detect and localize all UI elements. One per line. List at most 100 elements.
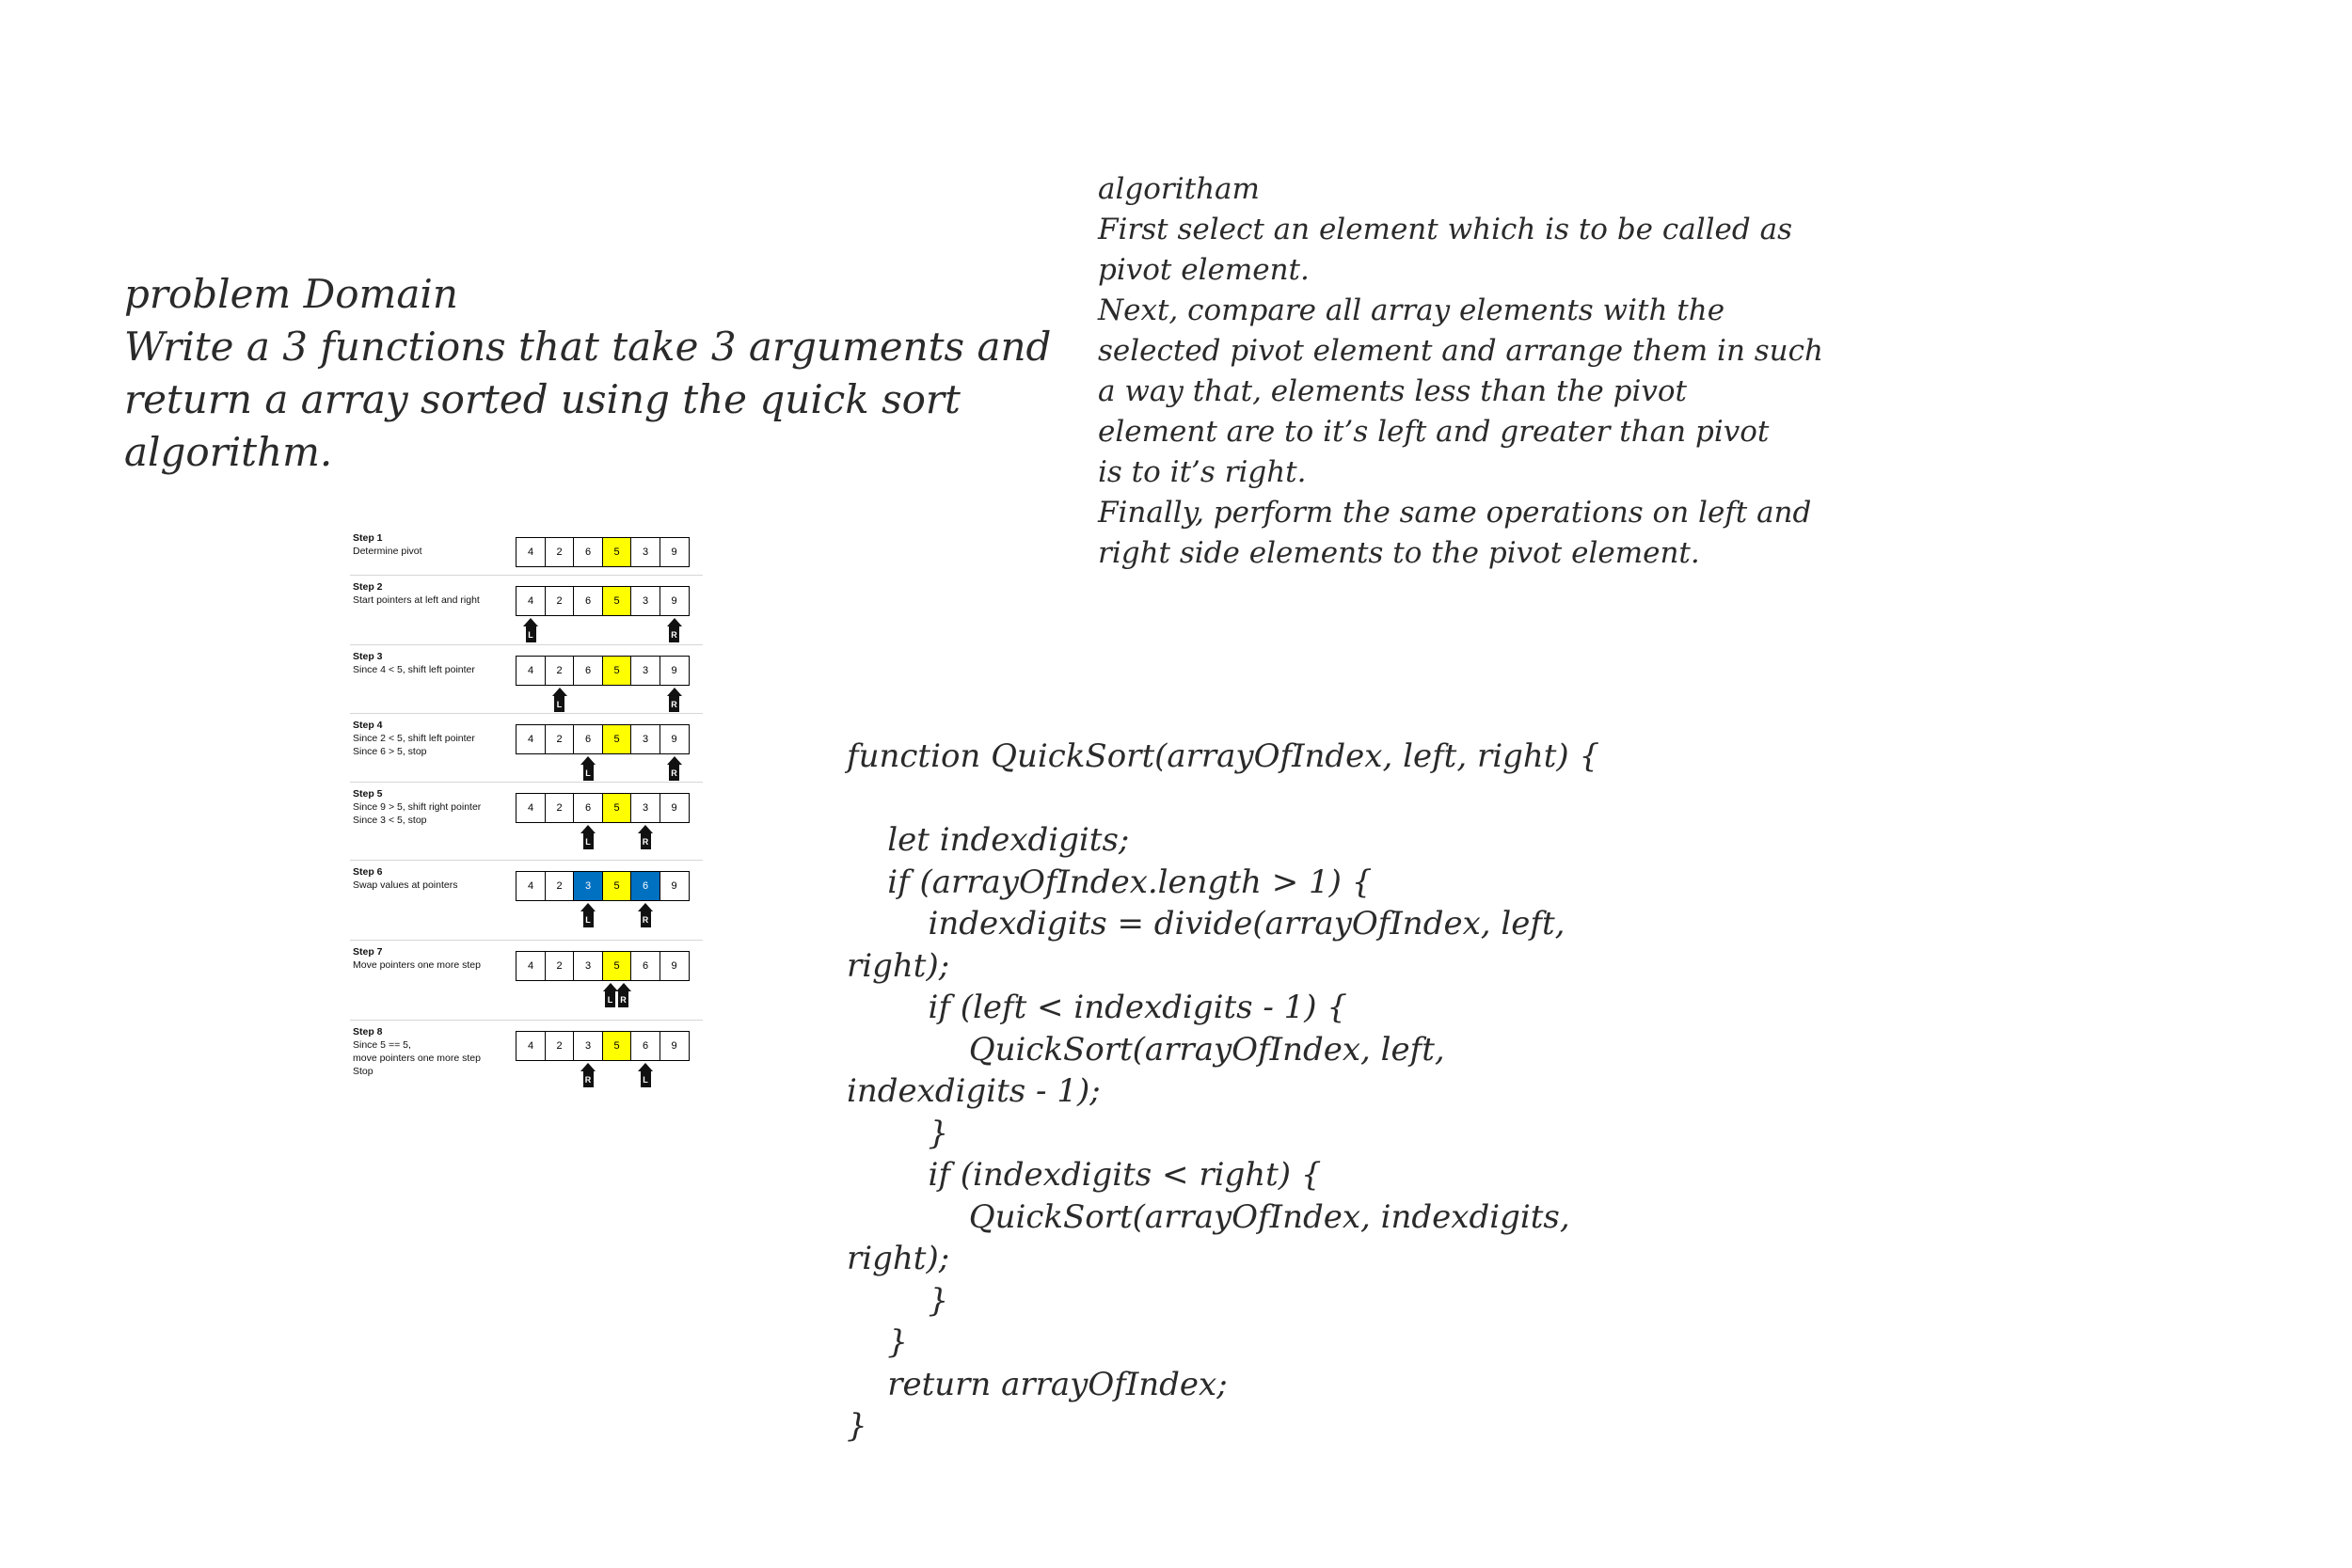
pointer-label: L [582, 911, 594, 927]
step-description: Move pointers one more step [353, 959, 481, 971]
array-cell: 2 [544, 1031, 575, 1061]
step-title: Step 2 [353, 581, 383, 593]
pointer-label: R [618, 991, 628, 1007]
step-title: Step 1 [353, 532, 383, 544]
pointer-label: L [640, 1071, 651, 1087]
algorithm-line: a way that, elements less than the pivot [1098, 374, 1687, 408]
array-cell: 6 [573, 586, 603, 616]
step-description: Since 9 > 5, shift right pointer [353, 801, 482, 813]
problem-line: algorithm. [124, 429, 333, 475]
code-line: if (left < indexdigits - 1) { [847, 989, 1347, 1026]
pointer-label: R [669, 626, 679, 642]
algorithm-line: selected pivot element and arrange them … [1098, 334, 1823, 368]
step-divider [350, 713, 703, 714]
code-block: function QuickSort(arrayOfIndex, left, r… [847, 736, 1788, 1448]
step-divider [350, 940, 703, 941]
array-cell: 4 [516, 951, 546, 981]
array-cell: 2 [544, 793, 575, 823]
array-cell: 2 [544, 724, 575, 754]
array-cell: 5 [601, 871, 632, 901]
pointer-arrow-icon: L [580, 903, 596, 927]
code-line: } [847, 1281, 949, 1320]
array-cell: 3 [630, 724, 660, 754]
pointer-arrow-icon: L [523, 618, 538, 642]
step-divider [350, 575, 703, 576]
array-cell: 6 [573, 793, 603, 823]
array-cell: 6 [573, 537, 603, 567]
code-line: indexdigits - 1); [847, 1072, 1101, 1110]
step-description: Start pointers at left and right [353, 594, 480, 606]
array-cell: 3 [573, 951, 603, 981]
code-line: if (arrayOfIndex.length > 1) { [847, 863, 1373, 901]
pointer-arrow-icon: R [638, 825, 653, 849]
array-cell: 2 [544, 537, 575, 567]
array-cell: 5 [601, 951, 632, 981]
pointer-label: R [669, 696, 679, 712]
pointer-arrow-icon: L [580, 825, 596, 849]
array-cell: 4 [516, 586, 546, 616]
algorithm-line: is to it’s right. [1098, 455, 1307, 489]
pointer-label: L [554, 696, 564, 712]
problem-line: return a array sorted using the quick so… [124, 376, 961, 422]
array-cell: 3 [573, 1031, 603, 1061]
array-cell: 3 [573, 871, 603, 901]
step-divider [350, 644, 703, 645]
pointer-label: L [525, 626, 536, 642]
pointer-arrow-icon: L [602, 983, 618, 1007]
array-cell: 6 [630, 871, 660, 901]
code-line: } [847, 1407, 867, 1445]
array-cell: 9 [659, 871, 690, 901]
code-line: } [847, 1114, 949, 1152]
array-cell: 2 [544, 586, 575, 616]
problem-line: problem Domain [124, 271, 458, 317]
pointer-label: R [640, 833, 651, 849]
step-title: Step 7 [353, 946, 383, 958]
pointer-label: L [582, 765, 594, 781]
array-cell: 2 [544, 871, 575, 901]
array-cell: 5 [601, 1031, 632, 1061]
array-cell: 4 [516, 724, 546, 754]
pointer-label: R [640, 911, 651, 927]
code-line: if (indexdigits < right) { [847, 1156, 1322, 1194]
step-title: Step 3 [353, 651, 383, 662]
algorithm-line: element are to it’s left and greater tha… [1098, 415, 1770, 449]
code-line: function QuickSort(arrayOfIndex, left, r… [847, 737, 1600, 775]
algorithm-line: algoritham [1098, 172, 1260, 206]
array-cell: 2 [544, 656, 575, 686]
array-cell: 5 [601, 724, 632, 754]
array-cell: 6 [573, 724, 603, 754]
code-line [847, 778, 1788, 820]
pointer-arrow-icon: R [580, 1063, 596, 1087]
pointer-arrow-icon: R [638, 903, 653, 927]
array-cell: 4 [516, 793, 546, 823]
step-description: Stop [353, 1066, 373, 1077]
code-line: } [847, 1323, 908, 1361]
array-cell: 5 [601, 793, 632, 823]
step-description: Since 4 < 5, shift left pointer [353, 664, 475, 675]
array-cell: 5 [601, 656, 632, 686]
algorithm-line: right side elements to the pivot element… [1098, 536, 1700, 570]
array-cell: 3 [630, 656, 660, 686]
step-title: Step 5 [353, 788, 383, 800]
problem-line: Write a 3 functions that take 3 argument… [124, 324, 1052, 370]
code-line: right); [847, 1240, 950, 1277]
step-description: Determine pivot [353, 546, 422, 557]
array-cell: 5 [601, 537, 632, 567]
step-description: move pointers one more step [353, 1053, 481, 1064]
pointer-label: R [669, 765, 679, 781]
step-description: Swap values at pointers [353, 879, 458, 891]
pointer-arrow-icon: L [638, 1063, 653, 1087]
array-cell: 9 [659, 586, 690, 616]
